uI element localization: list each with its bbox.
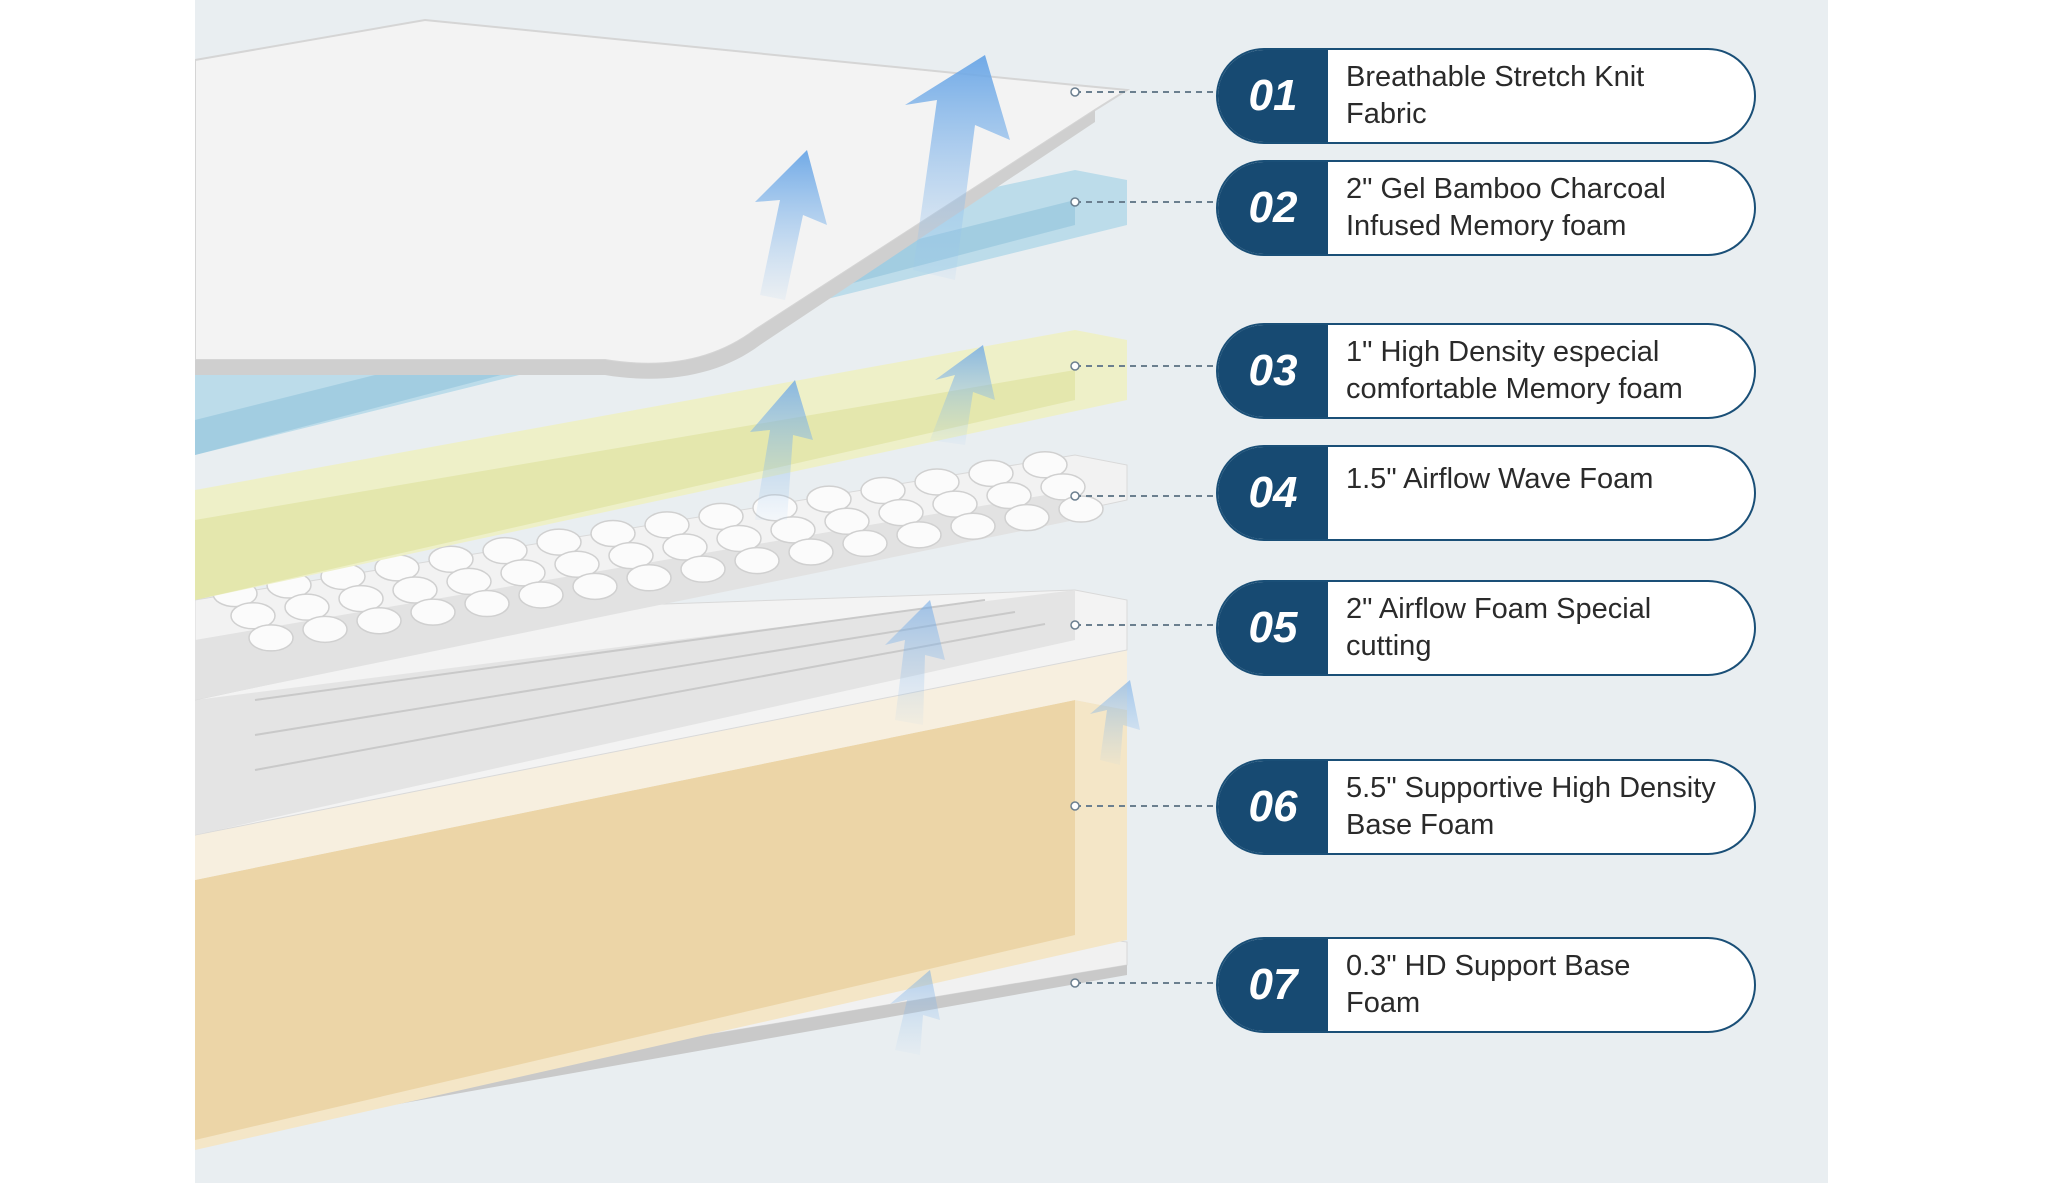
wave-bump: [968, 459, 1014, 488]
wave-bump: [842, 529, 888, 558]
wave-bump: [896, 521, 942, 549]
layer-number-badge: 02: [1218, 162, 1328, 254]
up-arrow-icon: [930, 345, 995, 445]
wave-bump: [860, 476, 906, 505]
wave-bump: [446, 567, 492, 596]
up-arrow-icon: [755, 150, 827, 300]
layer-description: 2" Airflow Foam Special cutting: [1346, 593, 1652, 662]
wave-bump: [1058, 495, 1104, 523]
wave-bump: [1022, 451, 1068, 479]
wave-bump: [986, 481, 1032, 510]
layer-number-badge: 07: [1218, 939, 1328, 1031]
wave-bump: [302, 615, 348, 644]
layer-number-badge: 01: [1218, 50, 1328, 142]
wave-bump: [500, 559, 546, 587]
up-arrow-icon: [905, 55, 1010, 280]
wave-bump: [914, 468, 960, 496]
layer-description: 1" High Density especial comfortable Mem…: [1346, 336, 1683, 405]
mattress-layers-illustration: [195, 18, 1213, 1150]
wave-bump: [824, 507, 870, 536]
layer-description: 2" Gel Bamboo Charcoal Infused Memory fo…: [1346, 173, 1666, 242]
layer-number-badge: 05: [1218, 582, 1328, 674]
wave-bump: [608, 541, 654, 570]
airflow-arrows: [750, 55, 1140, 1055]
wave-bump: [572, 572, 618, 601]
wave-bump: [626, 564, 672, 592]
wave-bump: [536, 528, 582, 556]
leader-dot: [1070, 620, 1080, 630]
wave-bump: [878, 498, 924, 527]
layer-label-06: 06 5.5" Supportive High Density Base Foam: [1216, 759, 1756, 855]
leader-dot: [1070, 801, 1080, 811]
wave-bump: [356, 606, 402, 635]
layer-01-shape: [195, 18, 1131, 379]
wave-bump: [680, 555, 726, 583]
wave-bump: [410, 598, 456, 626]
layer-label-03: 03 1" High Density especial comfortable M…: [1216, 323, 1756, 419]
layer-label-01: 01 Breathable Stretch Knit Fabric: [1216, 48, 1756, 144]
layer-number-badge: 04: [1218, 447, 1328, 539]
layer-number-badge: 03: [1218, 325, 1328, 417]
wave-bump: [734, 546, 780, 575]
wave-bump: [554, 550, 600, 578]
up-arrow-icon: [885, 600, 945, 725]
leader-dot: [1070, 978, 1080, 988]
up-arrow-icon: [1090, 680, 1140, 765]
wave-bump: [932, 490, 978, 518]
wave-bump: [716, 524, 762, 553]
wave-bump: [662, 533, 708, 561]
layer-description: Breathable Stretch Knit Fabric: [1346, 61, 1645, 130]
layer-number-badge: 06: [1218, 761, 1328, 853]
wave-bump: [806, 485, 852, 513]
wave-bump: [644, 511, 690, 539]
layer-description: 5.5" Supportive High Density Base Foam: [1346, 772, 1716, 841]
layer-04-shape: [195, 451, 1128, 701]
layer-label-05: 05 2" Airflow Foam Special cutting: [1216, 580, 1756, 676]
up-arrow-icon: [890, 970, 940, 1055]
wave-bump: [590, 519, 636, 548]
wave-bump: [230, 602, 276, 630]
wave-bump: [248, 624, 294, 652]
wave-bump: [284, 593, 330, 621]
wave-bump: [698, 502, 744, 531]
layer-label-04: 04 1.5" Airflow Wave Foam: [1216, 445, 1756, 541]
wave-bump: [338, 584, 384, 613]
wave-bump: [950, 512, 996, 540]
layer-label-02: 02 2" Gel Bamboo Charcoal Infused Memory …: [1216, 160, 1756, 256]
mattress-diagram: 01 Breathable Stretch Knit Fabric 02 2" Gel…: [195, 0, 1828, 1183]
layer-03-shape: [195, 330, 1127, 600]
wave-bump: [428, 545, 474, 574]
leader-dot: [1070, 197, 1080, 207]
layer-description: 1.5" Airflow Wave Foam: [1346, 463, 1654, 495]
leader-dot: [1070, 491, 1080, 501]
layer-label-07: 07 0.3" HD Support Base Foam: [1216, 937, 1756, 1033]
layer-description: 0.3" HD Support Base Foam: [1346, 950, 1631, 1019]
wave-bump: [788, 538, 834, 566]
wave-bump: [392, 576, 438, 604]
leader-dot: [1070, 87, 1080, 97]
up-arrow-icon: [750, 380, 813, 520]
wave-bump: [482, 536, 528, 565]
wave-bump: [770, 516, 816, 544]
wave-bump: [464, 589, 510, 618]
wave-bump: [1004, 503, 1050, 532]
layer-06-shape: [195, 640, 1127, 1150]
leader-dot: [1070, 361, 1080, 371]
wave-bump: [518, 581, 564, 609]
